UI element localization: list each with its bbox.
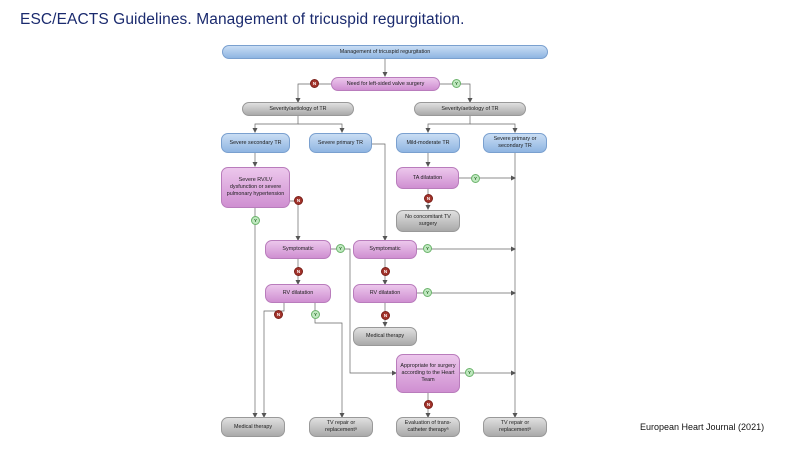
badge-no-rv-lv: N	[294, 196, 303, 205]
badge-no-symptomatic-left: N	[294, 267, 303, 276]
badge-yes-rv-dilatation-right: Y	[423, 288, 432, 297]
node-rv-dilatation-left: RV dilatation	[265, 284, 331, 303]
node-rv-dilatation-right: RV dilatation	[353, 284, 417, 303]
source-citation: European Heart Journal (2021)	[640, 422, 765, 432]
slide-title: ESC/EACTS Guidelines. Management of tric…	[20, 11, 465, 28]
node-mild-moderate: Mild-moderate TR	[396, 133, 460, 153]
arrow-sev-right-mild	[425, 116, 471, 133]
arrow-need-yes	[440, 83, 473, 103]
node-management: Management of tricuspid regurgitation	[222, 45, 548, 59]
badge-yes-need-surgery: Y	[452, 79, 461, 88]
badge-yes-symptomatic-right: Y	[423, 244, 432, 253]
node-symptomatic-left: Symptomatic	[265, 240, 331, 259]
node-medical-therapy-bottom: Medical therapy	[221, 417, 285, 437]
node-severity-right: Severity/aetiology of TR	[414, 102, 526, 116]
badge-no-rv-dilatation-left: N	[274, 310, 283, 319]
arrow-sev-left-secondary	[252, 116, 299, 133]
node-no-concomitant: No concomitant TV surgery	[396, 210, 460, 232]
node-tv-repair-left: TV repair or replacementᵃ	[309, 417, 373, 437]
badge-no-need-surgery: N	[310, 79, 319, 88]
node-symptomatic-right: Symptomatic	[353, 240, 417, 259]
node-severe-primary-or-secondary: Severe primary or secondary TR	[483, 133, 547, 153]
badge-no-rv-dilatation-right: N	[381, 311, 390, 320]
arrow-rvlv-no	[290, 200, 301, 241]
badge-yes-ta-dilatation: Y	[471, 174, 480, 183]
arrow-primary-to-symptomatic	[372, 143, 388, 241]
arrow-rvdil-left-no	[261, 303, 285, 418]
node-severe-secondary: Severe secondary TR	[221, 133, 290, 153]
node-ta-dilatation: TA dilatation	[396, 167, 459, 189]
node-medical-therapy-mid: Medical therapy	[353, 327, 417, 346]
node-appropriate-surgery: Appropriate for surgery according to the…	[396, 354, 460, 393]
arrow-rvdil-left-yes	[314, 303, 345, 418]
node-evaluation-transcatheter: Evaluation of trans-catheter therapyᵃ	[396, 417, 460, 437]
badge-yes-rv-lv: Y	[251, 216, 260, 225]
node-severe-rv-lv: Severe RV/LV dysfunction or severe pulmo…	[221, 167, 290, 208]
arrow-need-no	[295, 83, 331, 103]
node-severity-left: Severity/aetiology of TR	[242, 102, 354, 116]
arrow-sev-right-severe	[470, 123, 518, 133]
badge-no-appropriate: N	[424, 400, 433, 409]
node-severe-primary: Severe primary TR	[309, 133, 372, 153]
badge-yes-rv-dilatation-left: Y	[311, 310, 320, 319]
node-need-left-surgery: Need for left-sided valve surgery	[331, 77, 440, 91]
arrow-sev-left-primary	[298, 123, 345, 133]
node-tv-repair-right: TV repair or replacementᵃ	[483, 417, 547, 437]
badge-yes-symptomatic-left: Y	[336, 244, 345, 253]
badge-yes-appropriate: Y	[465, 368, 474, 377]
badge-no-ta-dilatation: N	[424, 194, 433, 203]
badge-no-symptomatic-right: N	[381, 267, 390, 276]
